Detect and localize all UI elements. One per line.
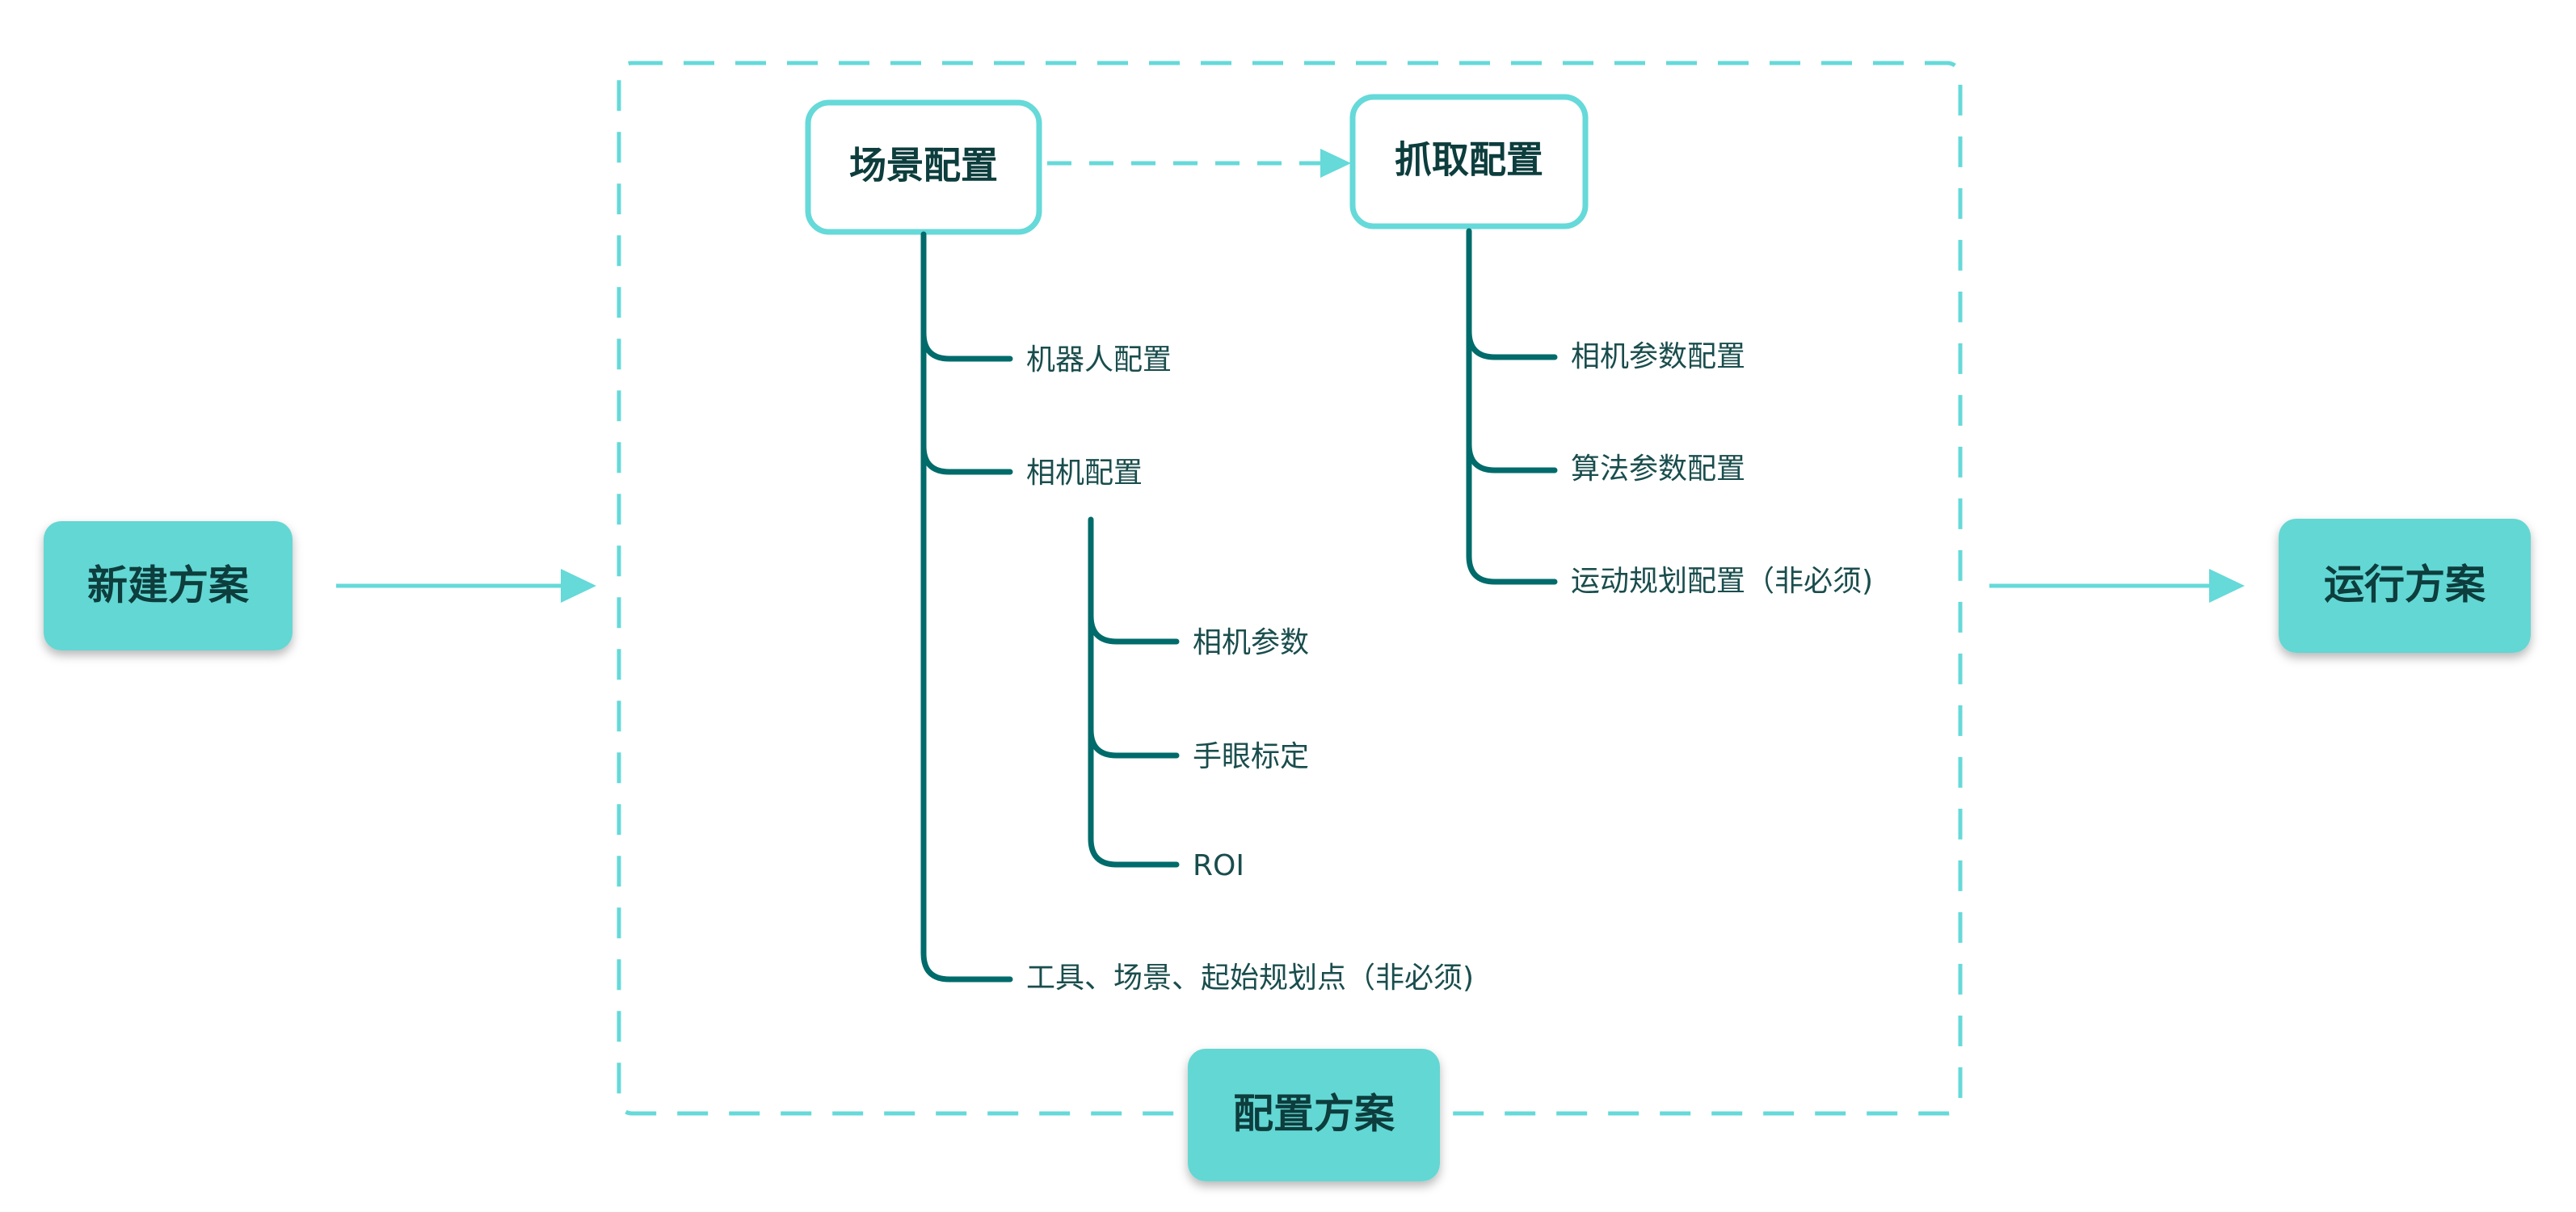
- grab-branch-camera-params: [1466, 328, 1558, 360]
- node-run-plan-label: 运行方案: [2324, 562, 2486, 608]
- node-scene-config-label: 场景配置: [849, 144, 998, 187]
- node-new-plan: 新建方案: [44, 521, 293, 650]
- node-scene-config: 场景配置: [805, 99, 1042, 235]
- node-grab-config: 抓取配置: [1349, 94, 1589, 229]
- grab-tree-trunk: [1466, 228, 1558, 585]
- camera-subtree-connectors: [1088, 516, 1180, 868]
- scene-item-camera-config: 相机配置: [1026, 457, 1143, 490]
- scene-tree-connectors: [920, 231, 1013, 983]
- node-config-plan-label: 配置方案: [1233, 1091, 1395, 1138]
- camera-item-roi: ROI: [1193, 849, 1244, 882]
- grab-item-camera-param-config: 相机参数配置: [1571, 340, 1745, 373]
- scene-item-robot-config: 机器人配置: [1026, 343, 1172, 377]
- camera-branch-handeye: [1088, 726, 1180, 759]
- grab-item-algorithm-param-config: 算法参数配置: [1571, 452, 1745, 486]
- camera-item-params: 相机参数: [1193, 626, 1309, 659]
- scene-item-tool-scene-points: 工具、场景、起始规划点（非必须): [1026, 962, 1474, 995]
- scene-branch-robot: [920, 330, 1013, 362]
- camera-item-hand-eye: 手眼标定: [1193, 740, 1309, 773]
- arrow-scene-to-grab: [1047, 149, 1351, 178]
- arrow-config-to-run: [1989, 569, 2245, 603]
- arrow-new-to-config: [336, 569, 596, 603]
- node-new-plan-label: 新建方案: [87, 562, 250, 609]
- scene-branch-camera: [920, 443, 1013, 475]
- node-config-plan: 配置方案: [1188, 1049, 1440, 1181]
- camera-subtree-trunk: [1088, 516, 1180, 868]
- scene-tree-trunk: [920, 231, 1013, 983]
- node-grab-config-label: 抓取配置: [1395, 138, 1543, 182]
- camera-branch-params: [1088, 612, 1180, 645]
- grab-branch-algorithm: [1466, 441, 1558, 473]
- node-run-plan: 运行方案: [2279, 519, 2531, 653]
- grab-item-motion-planning-config: 运动规划配置（非必须): [1571, 565, 1873, 598]
- grab-tree-connectors: [1466, 228, 1558, 585]
